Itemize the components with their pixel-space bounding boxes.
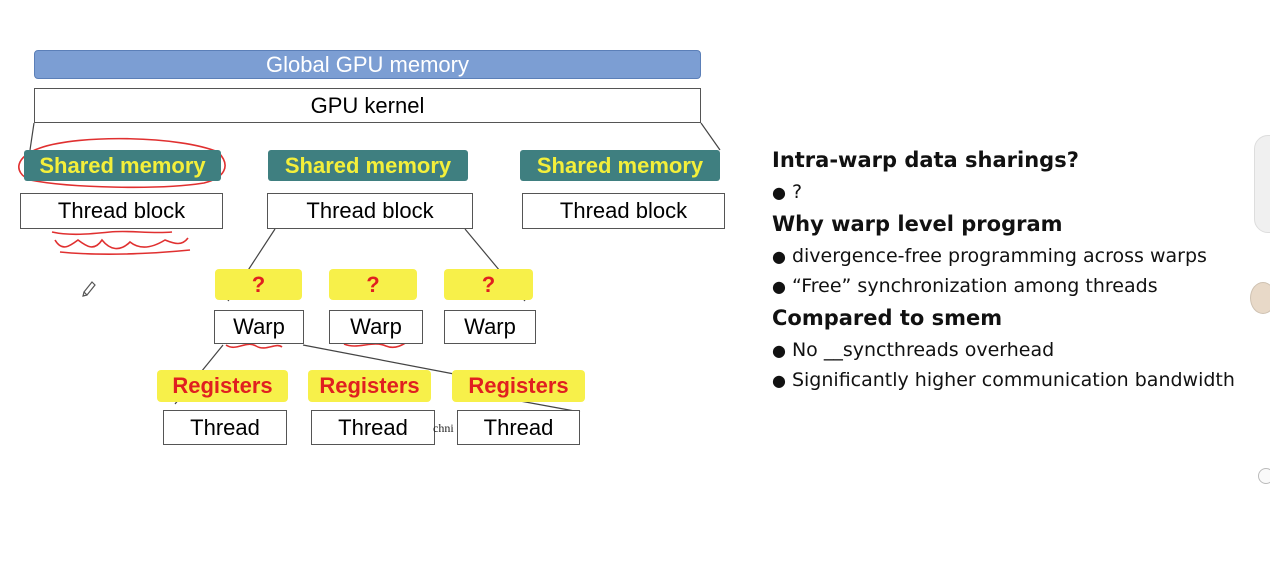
pencil-cursor-icon xyxy=(82,281,96,297)
thread-block-3: Thread block xyxy=(522,193,725,229)
side-toolbar-handle[interactable] xyxy=(1254,135,1270,233)
notes-heading-why-warp: Why warp level program xyxy=(772,212,1063,236)
connector-kernel-left xyxy=(29,122,35,151)
warp-unknown-1: ? xyxy=(215,269,302,300)
notes-bullet: “Free” synchronization among threads xyxy=(772,271,1242,301)
registers-2: Registers xyxy=(308,370,431,402)
warp-unknown-3: ? xyxy=(444,269,533,300)
warp-unknown-2: ? xyxy=(329,269,417,300)
shared-memory-1: Shared memory xyxy=(24,150,221,181)
notes-bullet: No __syncthreads overhead xyxy=(772,335,1242,365)
thread-2: Thread xyxy=(311,410,435,445)
shared-memory-3: Shared memory xyxy=(520,150,720,181)
thread-block-1: Thread block xyxy=(20,193,223,229)
notes-bullet: divergence-free programming across warps xyxy=(772,241,1242,271)
connector-warp1-thread3 xyxy=(302,344,476,379)
partial-text-fragment: chni xyxy=(433,421,454,435)
warp-2: Warp xyxy=(329,310,423,344)
warp-3: Warp xyxy=(444,310,536,344)
registers-3: Registers xyxy=(452,370,585,402)
avatar[interactable] xyxy=(1250,282,1270,314)
notes-panel: Intra-warp data sharings? ? Why warp lev… xyxy=(772,143,1242,395)
gpu-kernel: GPU kernel xyxy=(34,88,701,123)
notes-heading-compared-smem: Compared to smem xyxy=(772,306,1003,330)
circle-icon[interactable] xyxy=(1258,468,1270,484)
notes-bullet: ? xyxy=(772,177,1242,207)
registers-1: Registers xyxy=(157,370,288,402)
squiggle-annotation-warp1 xyxy=(225,343,283,349)
thread-3: Thread xyxy=(457,410,580,445)
notes-heading-intra-warp: Intra-warp data sharings? xyxy=(772,148,1079,172)
thread-block-2: Thread block xyxy=(267,193,473,229)
global-gpu-memory: Global GPU memory xyxy=(34,50,701,79)
thread-1: Thread xyxy=(163,410,287,445)
squiggle-annotation-block xyxy=(51,230,191,255)
notes-bullet: Significantly higher communication bandw… xyxy=(772,365,1242,395)
shared-memory-2: Shared memory xyxy=(268,150,468,181)
connector-kernel-right xyxy=(700,122,721,151)
warp-1: Warp xyxy=(214,310,304,344)
